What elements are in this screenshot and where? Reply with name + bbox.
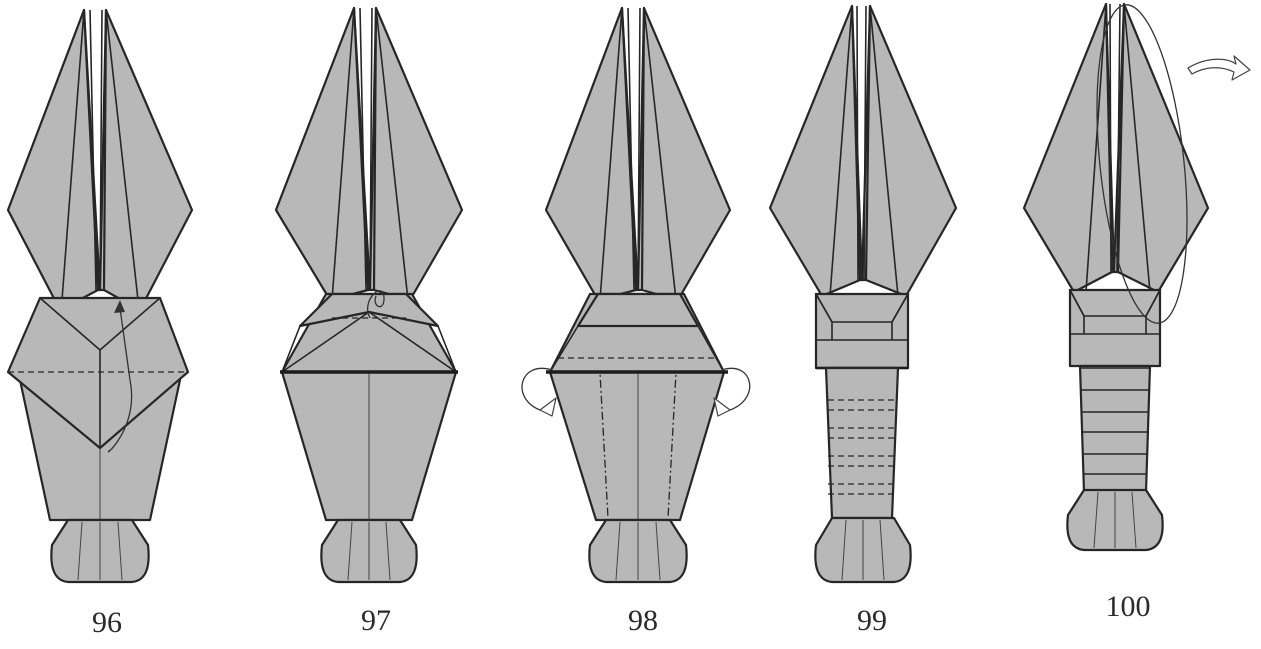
step-100-figure (1024, 0, 1250, 550)
step-number-99: 99 (857, 604, 887, 638)
step-number-97: 97 (361, 604, 391, 638)
step-99-figure (770, 6, 956, 582)
step-number-96: 96 (92, 606, 122, 640)
step-number-100: 100 (1106, 590, 1151, 624)
step-97-figure (276, 8, 462, 582)
step-98-figure (522, 8, 750, 582)
step-96-figure (8, 10, 192, 582)
step-number-98: 98 (628, 604, 658, 638)
